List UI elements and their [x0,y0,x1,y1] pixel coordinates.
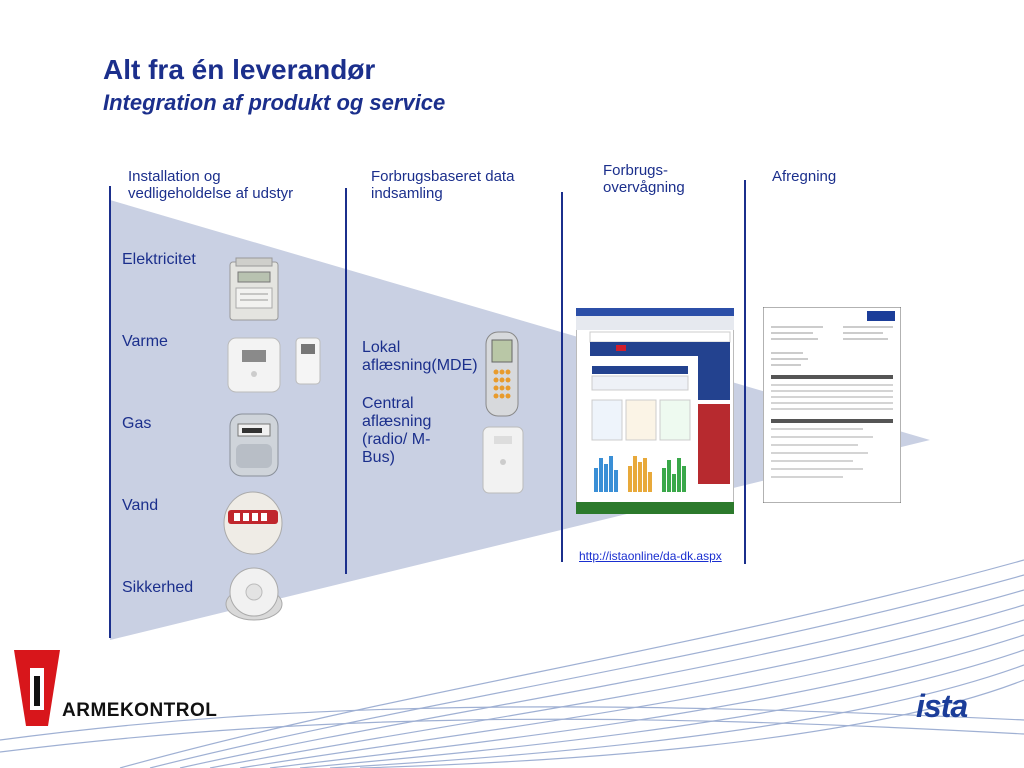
column-divider [744,180,746,564]
handheld-reader-image [485,331,519,417]
heat-meter-image [227,337,281,393]
row-label-gas: Gas [122,415,152,432]
water-meter-image [223,491,283,555]
varmekontrol-logo-text: ARMEKONTROL [62,700,218,721]
column-divider [109,186,111,638]
online-portal-screenshot [576,308,734,514]
gas-meter-image [229,413,279,477]
row-label-heat: Varme [122,333,168,350]
central-reading-label: Central aflæsning (radio/ M-Bus) [362,395,432,466]
row-label-water: Vand [122,497,159,514]
column-heading-monitoring: Forbrugs-overvågning [603,162,685,196]
smoke-detector-image [225,567,283,621]
column-heading-installation: Installation og vedligeholdelse af udsty… [128,168,294,202]
varmekontrol-logo-mark [14,650,60,726]
local-reading-label: Lokal aflæsning(MDE) [362,339,478,374]
page-subtitle: Integration af produkt og service [103,90,446,115]
istaonline-link[interactable]: http://istaonline/da-dk.aspx [579,549,722,563]
row-label-safety: Sikkerhed [122,579,194,596]
column-divider [345,188,347,574]
billing-statement-document [763,307,901,503]
electricity-meter-image [229,257,279,321]
radio-unit-image [482,426,524,494]
column-divider [561,192,563,562]
row-label-electricity: Elektricitet [122,251,196,268]
column-heading-billing: Afregning [772,168,837,185]
ista-logo: ista [916,688,968,724]
heat-cost-allocator-image [295,337,321,385]
column-heading-data-collection: Forbrugsbaseret data indsamling [371,168,515,202]
page-title: Alt fra én leverandør [103,54,376,85]
